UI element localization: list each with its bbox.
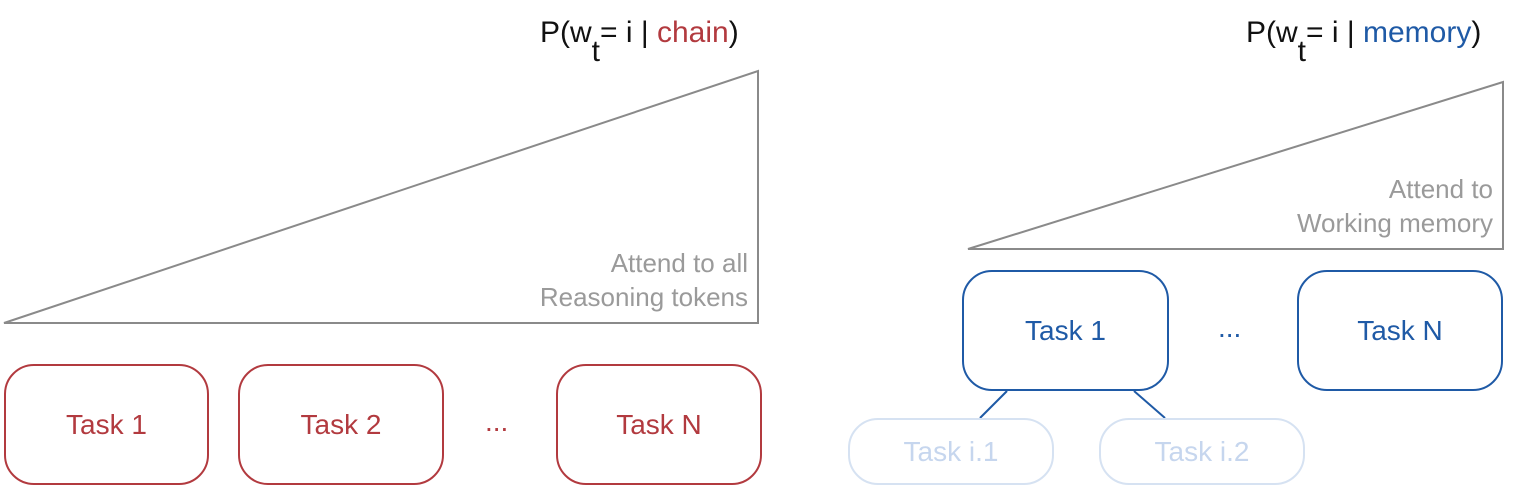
formula-suffix: ) <box>1471 16 1482 49</box>
formula-subscript: t <box>591 35 601 68</box>
caption-memory: Attend to Working memory <box>1297 172 1493 240</box>
formula-middle: = i | <box>600 16 657 49</box>
task-label: Task N <box>616 408 702 440</box>
subtask-label: Task i.1 <box>903 435 999 467</box>
attention-triangle-chain <box>3 69 759 324</box>
formula-highlight-memory: memory <box>1363 16 1472 49</box>
ellipsis-chain: ... <box>485 406 509 437</box>
task-box-memory-n: Task N <box>1297 270 1503 391</box>
formula-prefix: P(w <box>1246 16 1298 49</box>
formula-chain: P(wt= i | chain) <box>540 16 739 67</box>
task-box-memory-1: Task 1 <box>962 270 1169 391</box>
subtask-label: Task i.2 <box>1154 435 1250 467</box>
edge-task1-to-subtask2 <box>1133 390 1166 419</box>
formula-memory: P(wt= i | memory) <box>1246 16 1482 67</box>
formula-highlight-chain: chain <box>657 16 729 49</box>
formula-subscript: t <box>1297 35 1307 68</box>
subtask-box-1: Task i.1 <box>848 418 1054 485</box>
attention-triangle-memory <box>967 80 1504 250</box>
formula-prefix: P(w <box>540 16 592 49</box>
caption-line-1: Attend to all <box>610 248 748 278</box>
task-box-chain-1: Task 1 <box>4 364 209 485</box>
task-box-chain-2: Task 2 <box>238 364 444 485</box>
caption-line-1: Attend to <box>1388 174 1493 204</box>
subtask-box-2: Task i.2 <box>1099 418 1305 485</box>
edge-task1-to-subtask1 <box>979 390 1008 419</box>
task-label: Task N <box>1357 314 1443 346</box>
ellipsis-memory: ... <box>1218 312 1242 343</box>
task-label: Task 2 <box>300 408 382 440</box>
caption-chain: Attend to all Reasoning tokens <box>540 246 748 314</box>
caption-line-2: Reasoning tokens <box>539 282 748 312</box>
task-label: Task 1 <box>66 408 147 440</box>
caption-line-2: Working memory <box>1296 208 1493 238</box>
formula-suffix: ) <box>728 16 739 49</box>
task-label: Task 1 <box>1025 314 1106 346</box>
formula-middle: = i | <box>1306 16 1363 49</box>
task-box-chain-n: Task N <box>556 364 762 485</box>
